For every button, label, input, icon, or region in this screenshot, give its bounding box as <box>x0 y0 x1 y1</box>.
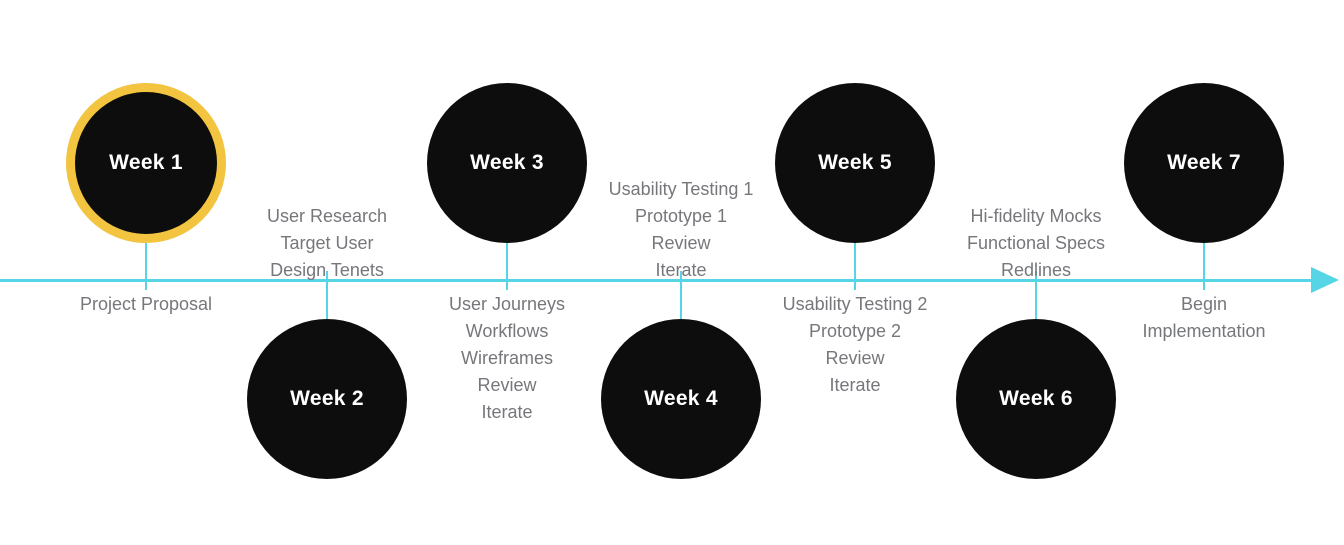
deliverable-line: Iterate <box>829 375 881 395</box>
week-label: Week 5 <box>818 151 892 174</box>
deliverable-line: Iterate <box>481 402 533 422</box>
milestone-node: Week 2 <box>247 319 407 479</box>
deliverable-line: Review <box>477 375 537 395</box>
milestone-connector <box>680 271 682 319</box>
milestone-node: Week 4 <box>601 319 761 479</box>
milestone-connector <box>1035 271 1037 319</box>
week-label: Week 6 <box>999 387 1073 410</box>
week-label: Week 2 <box>290 387 364 410</box>
deliverable-line: Review <box>825 348 885 368</box>
milestone-connector <box>145 243 147 290</box>
deliverable-line: Implementation <box>1142 321 1266 341</box>
week-label: Week 4 <box>644 387 718 410</box>
deliverable-line: Usability Testing 1 <box>608 179 754 199</box>
deliverable-line: Prototype 1 <box>634 206 728 226</box>
deliverable-line: Workflows <box>465 321 549 341</box>
milestone-node: Week 1 <box>66 83 226 243</box>
deliverable-line: Functional Specs <box>966 233 1106 253</box>
milestone-node: Week 6 <box>956 319 1116 479</box>
milestone-connector <box>1203 243 1205 290</box>
deliverable-line: Prototype 2 <box>808 321 902 341</box>
deliverable-line: User Journeys <box>448 294 566 314</box>
week-label: Week 3 <box>470 151 544 174</box>
deliverable-line: Redlines <box>1000 260 1072 280</box>
milestone-node: Week 5 <box>775 83 935 243</box>
deliverable-line: Review <box>651 233 711 253</box>
milestone-node: Week 3 <box>427 83 587 243</box>
deliverable-line: Wireframes <box>460 348 553 368</box>
week-label: Week 1 <box>109 151 183 174</box>
deliverable-line: Usability Testing 2 <box>782 294 928 314</box>
deliverable-line: Project Proposal <box>79 294 213 314</box>
timeline-axis <box>0 279 1314 282</box>
deliverable-line: Hi-fidelity Mocks <box>970 206 1102 226</box>
deliverable-line: User Research <box>266 206 388 226</box>
milestone-connector <box>506 243 508 290</box>
week-label: Week 7 <box>1167 151 1241 174</box>
deliverable-line: Begin <box>1180 294 1228 314</box>
milestone-connector <box>326 271 328 319</box>
milestone-node: Week 7 <box>1124 83 1284 243</box>
milestone-connector <box>854 243 856 290</box>
deliverable-line: Iterate <box>655 260 707 280</box>
deliverable-line: Design Tenets <box>270 260 384 280</box>
timeline-arrowhead-icon <box>1311 267 1339 293</box>
milestone-deliverables: Project Proposal <box>0 291 316 318</box>
deliverable-line: Target User <box>280 233 374 253</box>
